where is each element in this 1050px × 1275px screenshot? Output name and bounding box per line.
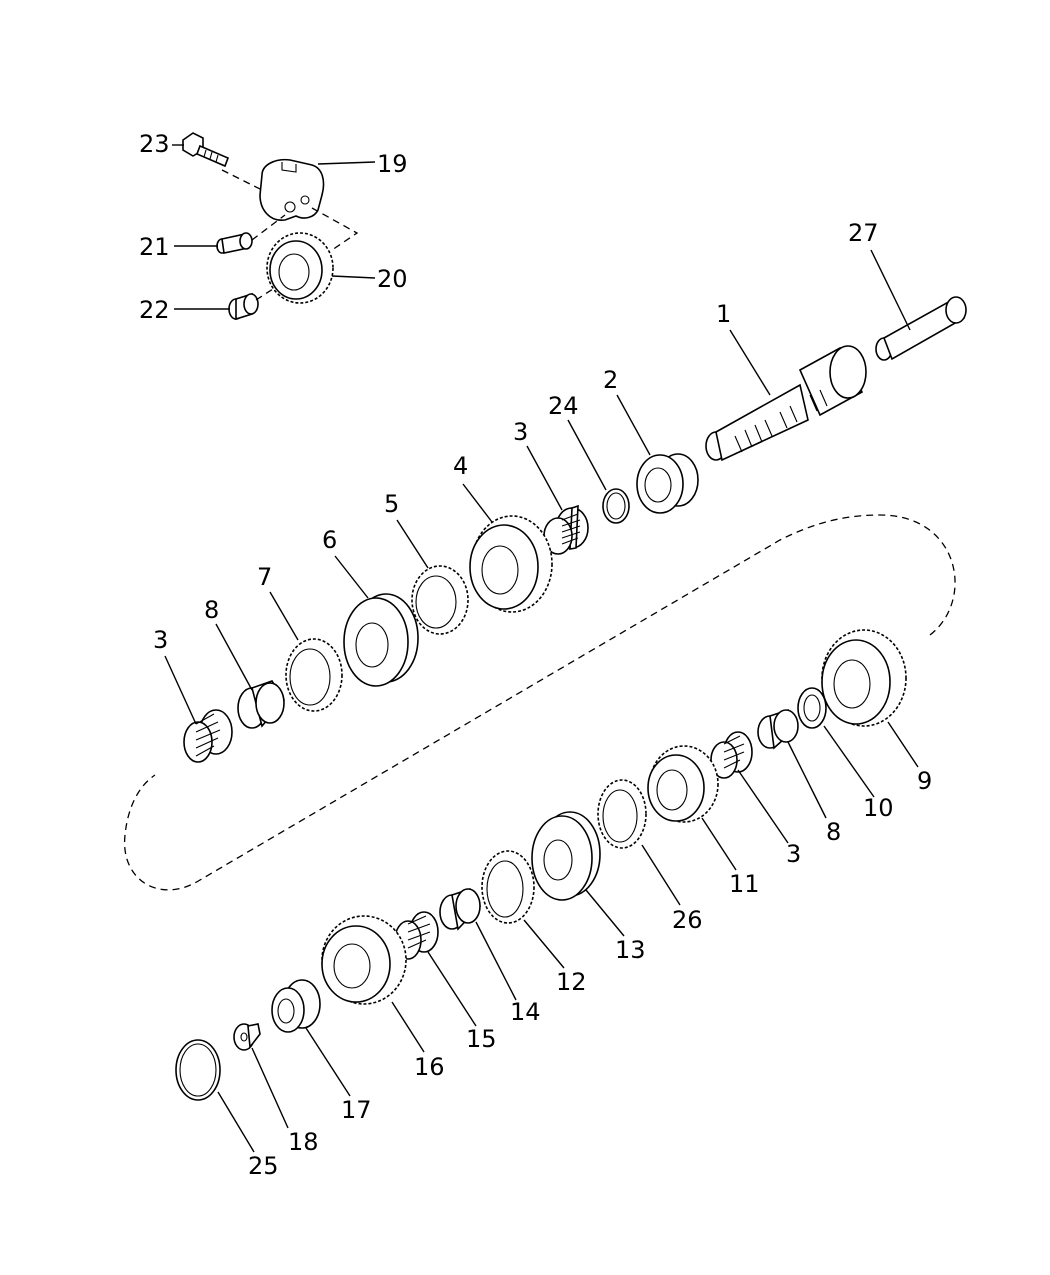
part-25-snap-ring xyxy=(175,1039,221,1101)
callout-9: 9 xyxy=(917,767,932,795)
callout-19: 19 xyxy=(377,150,408,178)
part-12-synchro-ring xyxy=(481,850,535,924)
part-1-main-shaft xyxy=(705,345,867,462)
callout-4: 4 xyxy=(453,452,468,480)
callout-16: 16 xyxy=(414,1053,445,1081)
leader-lines xyxy=(164,144,919,1153)
part-3-needle-bearing-right xyxy=(710,731,753,779)
part-16-gear xyxy=(321,915,407,1005)
part-8-sleeve-lower xyxy=(757,708,799,750)
part-14-sleeve xyxy=(439,888,481,931)
part-20-idler-gear xyxy=(266,232,334,304)
callout-25: 25 xyxy=(248,1152,279,1180)
callout-22: 22 xyxy=(139,296,170,324)
part-8-sleeve-upper xyxy=(237,680,285,729)
callout-18: 18 xyxy=(288,1128,319,1156)
part-11-gear xyxy=(647,745,719,823)
part-2-bearing xyxy=(636,453,699,514)
callout-2: 2 xyxy=(603,366,618,394)
part-19-shift-bracket xyxy=(259,158,325,221)
assembly-group-outline xyxy=(124,514,956,891)
callout-27: 27 xyxy=(848,219,879,247)
callout-23: 23 xyxy=(139,130,170,158)
part-26-synchro-ring xyxy=(597,779,647,849)
part-6-synchro-hub xyxy=(343,593,419,687)
callout-3-right: 3 xyxy=(786,840,801,868)
part-27-tube xyxy=(875,296,967,361)
callout-10: 10 xyxy=(863,794,894,822)
callout-8-lower: 8 xyxy=(826,818,841,846)
callout-26: 26 xyxy=(672,906,703,934)
part-7-synchro-ring xyxy=(285,638,343,712)
part-3-needle-bearing-left xyxy=(183,709,233,763)
callout-20: 20 xyxy=(377,265,408,293)
callout-21: 21 xyxy=(139,233,170,261)
part-4-gear xyxy=(469,515,553,613)
part-24-snap-ring xyxy=(602,488,630,524)
part-17-bearing xyxy=(271,979,321,1033)
part-13-synchro-hub xyxy=(531,811,601,901)
callout-13: 13 xyxy=(615,936,646,964)
callout-8-upper: 8 xyxy=(204,596,219,624)
part-10-washer xyxy=(797,687,827,729)
callout-15: 15 xyxy=(466,1025,497,1053)
callout-labels: 23 19 21 20 22 27 1 2 24 3 4 5 6 7 8 3 9… xyxy=(139,130,932,1180)
part-5-synchro-ring xyxy=(411,565,469,635)
callout-17: 17 xyxy=(341,1096,372,1124)
part-9-gear xyxy=(821,629,907,727)
callout-6: 6 xyxy=(322,526,337,554)
callout-1: 1 xyxy=(716,300,731,328)
callout-7: 7 xyxy=(257,563,272,591)
part-18-washer xyxy=(233,1023,261,1051)
callout-11: 11 xyxy=(729,870,760,898)
callout-14: 14 xyxy=(510,998,541,1026)
callout-12: 12 xyxy=(556,968,587,996)
part-22-bushing xyxy=(228,292,259,321)
callout-24: 24 xyxy=(548,392,579,420)
callout-5: 5 xyxy=(384,490,399,518)
callout-3-upper: 3 xyxy=(513,418,528,446)
bracket-assembly-dash-lines xyxy=(221,169,359,301)
part-21-pin xyxy=(216,232,253,254)
part-3-needle-bearing-upper xyxy=(543,504,589,555)
callout-3-left: 3 xyxy=(153,626,168,654)
part-23-bolt xyxy=(182,132,230,168)
